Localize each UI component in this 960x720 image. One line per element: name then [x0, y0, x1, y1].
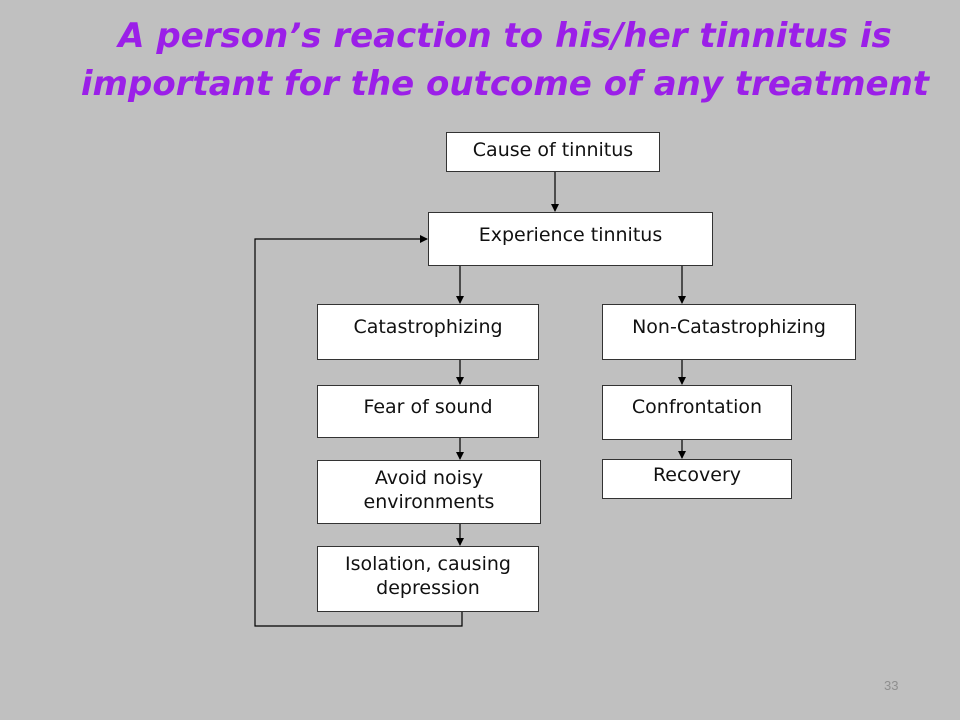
box-experience-tinnitus: Experience tinnitus — [428, 212, 713, 266]
box-non-catastrophizing: Non-Catastrophizing — [602, 304, 856, 360]
slide-title: A person’s reaction to his/her tinnitus … — [0, 12, 960, 108]
box-avoid-label-line-1: Avoid noisy — [374, 467, 484, 489]
title-line-2: important for the outcome of any treatme… — [80, 64, 930, 104]
box-catastrophizing-label: Catastrophizing — [353, 316, 503, 338]
title-line-1: A person’s reaction to his/her tinnitus … — [118, 16, 892, 56]
box-recovery-label: Recovery — [652, 464, 742, 486]
box-cause-label: Cause of tinnitus — [472, 139, 634, 161]
box-isolation-depression: Isolation, causing depression — [317, 546, 539, 612]
box-isolation-label-line-1: Isolation, causing — [345, 553, 511, 575]
box-recovery: Recovery — [602, 459, 792, 499]
box-cause-of-tinnitus: Cause of tinnitus — [446, 132, 660, 172]
box-avoid-noisy-environments: Avoid noisy environments — [317, 460, 541, 524]
box-fear-label: Fear of sound — [363, 396, 493, 418]
box-non-catastrophizing-label: Non-Catastrophizing — [632, 316, 826, 338]
box-confrontation-label: Confrontation — [631, 396, 763, 418]
feedback-loop-arrow — [254, 235, 463, 627]
box-confrontation: Confrontation — [602, 385, 792, 440]
page-number: 33 — [884, 678, 899, 693]
box-fear-of-sound: Fear of sound — [317, 385, 539, 438]
box-avoid-label-line-2: environments — [363, 491, 495, 513]
box-catastrophizing: Catastrophizing — [317, 304, 539, 360]
box-isolation-label-line-2: depression — [376, 577, 480, 599]
box-experience-label: Experience tinnitus — [478, 224, 663, 246]
